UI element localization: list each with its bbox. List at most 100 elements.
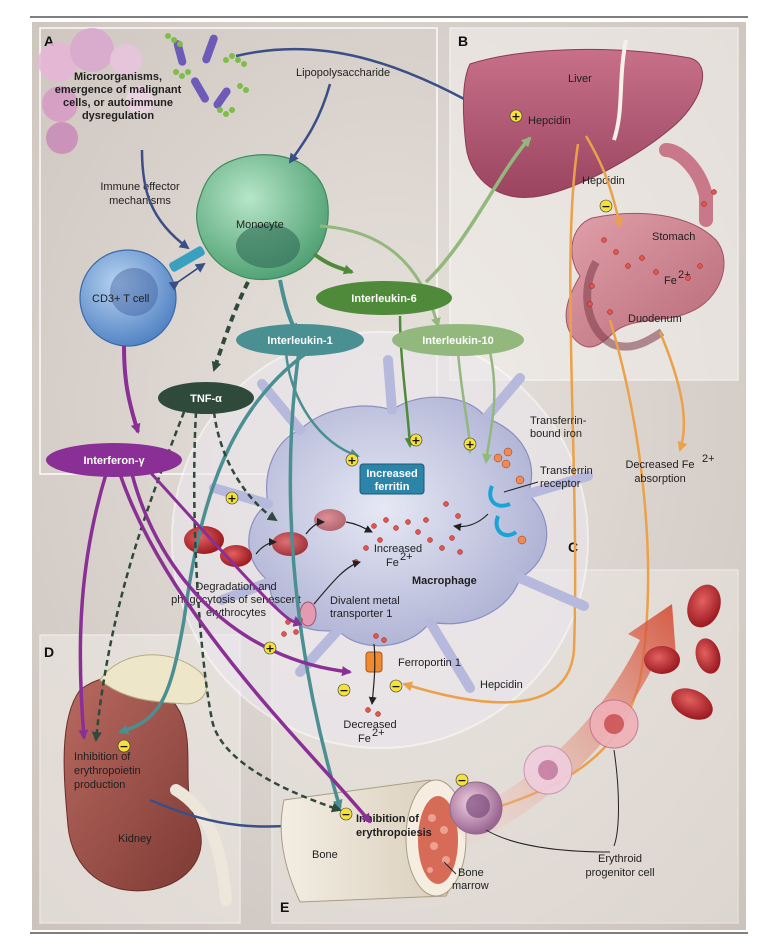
monocyte-nucleus <box>236 224 300 268</box>
arrow-hepcidin-to-duodenum <box>584 135 624 228</box>
marrow-pointer <box>443 861 457 875</box>
plus-sign-2: + <box>411 434 420 447</box>
transferrin-receptor-label-1: Transferrin <box>540 465 593 477</box>
increased-fe-label-1: Increased <box>374 543 422 555</box>
il6-pill <box>316 281 452 315</box>
arrow-dmt1-in <box>313 560 361 605</box>
plus-sign-1: + <box>347 454 356 467</box>
arrow-ifn-to-dmt1 <box>148 470 303 627</box>
minus-sign-1: − <box>339 684 348 697</box>
duodenum-tube <box>583 260 665 351</box>
arrow-il6-to-ferritin <box>398 315 415 448</box>
hepcidin-arrow-label: Hepcidin <box>582 175 625 187</box>
panel-letter-d: D <box>44 644 54 660</box>
progenitor-pointer-2 <box>613 749 619 847</box>
epo-label-2: erythropoietin <box>74 765 141 777</box>
transferrin-receptor-pointer <box>503 481 539 493</box>
arrow-monocyte-to-il6 <box>312 252 354 275</box>
marrow-label-2: marrow <box>452 880 489 892</box>
panel-letter-b: B <box>458 33 468 49</box>
senescent-erythrocytes <box>184 509 346 567</box>
macrophage-pseudopods <box>209 355 593 693</box>
panel-letter-c: C <box>568 539 578 555</box>
epo-label-1: Inhibition of <box>74 751 131 763</box>
t-cell-nucleus <box>110 268 158 316</box>
immune-effector-label-1: Immune effector <box>100 181 180 193</box>
inhibition-erythropoiesis-label-1: Inhibition of <box>356 813 419 825</box>
minus-markers <box>337 679 403 697</box>
arrow-tnf-to-kidney <box>91 411 186 742</box>
arrow-rbc-2 <box>305 518 325 535</box>
plus-liver <box>509 109 523 123</box>
plus-liver-sign: + <box>511 110 520 123</box>
dmt1-label-1: Divalent metal <box>330 595 400 607</box>
inhibition-erythropoiesis-label-2: erythropoiesis <box>356 827 432 839</box>
ureter <box>170 784 232 906</box>
il10-pill <box>392 324 524 356</box>
arrow-lps-to-monocyte <box>288 83 332 164</box>
increased-fe-label-2: Fe <box>386 557 399 569</box>
progenitor-label-1: Erythroid <box>598 853 642 865</box>
progenitor-cell-3-nucleus <box>604 714 624 734</box>
decreased-absorption-label-2: absorption <box>634 473 685 485</box>
macrophage-iron-dots <box>353 501 463 565</box>
transferrin-receptor-label-2: receptor <box>540 478 581 490</box>
immune-effector-label-2: mechanisms <box>109 195 171 207</box>
il1-pill <box>236 324 364 356</box>
tnf-pill <box>158 382 254 414</box>
ferritin-box <box>359 463 425 495</box>
degradation-label-2: phagocytosis of senescent <box>171 594 301 606</box>
decreased-absorption-label-1: Decreased Fe <box>625 459 694 471</box>
lps-label: Lipopolysaccharide <box>296 67 390 79</box>
arrow-ferroportin-out <box>368 643 377 705</box>
il1-label: Interleukin-1 <box>267 335 332 347</box>
minus-progenitor <box>455 773 469 787</box>
decreased-fe-label-1: Decreased <box>343 719 396 731</box>
plus-sign-3: + <box>465 438 474 451</box>
duodenum-label: Duodenum <box>628 313 682 325</box>
stomach-label: Stomach <box>652 231 695 243</box>
minus-bone <box>339 807 353 821</box>
plus-sign-4: + <box>227 492 236 505</box>
kidney-label: Kidney <box>118 833 152 845</box>
gallbladder-duct <box>612 39 628 141</box>
arrow-trigger-to-monocyte <box>140 149 190 250</box>
pathogen-cells <box>38 28 154 154</box>
arrow-hepcidin-to-ferroportin <box>402 143 580 704</box>
minus-progenitor-sign: − <box>457 774 466 787</box>
trigger-label-1: Microorganisms, <box>74 71 162 83</box>
progenitor-cell-1-nucleus <box>466 794 490 818</box>
increased-ferritin-label-2: ferritin <box>375 481 410 493</box>
t-cell-label: CD3+ T cell <box>92 293 149 305</box>
t-cell <box>79 249 177 347</box>
minus-stomach-sign: − <box>601 200 610 213</box>
degradation-label-1: Degradation and <box>195 581 276 593</box>
arrow-ifn-to-kidney <box>78 473 108 740</box>
minus-stomach <box>599 199 613 213</box>
arrow-il10-to-receptor <box>482 351 496 464</box>
hepcidin-macrophage-label: Hepcidin <box>480 679 523 691</box>
stomach-iron-dots <box>587 189 717 315</box>
transferrin-bound-label-1: Transferrin- <box>530 415 587 427</box>
panel-letter-a: A <box>44 33 54 49</box>
macrophage-label: Macrophage <box>412 575 477 587</box>
decreased-fe-charge: 2+ <box>372 727 385 739</box>
progenitor-label-2: progenitor cell <box>585 867 654 879</box>
minus-kidney <box>117 739 131 753</box>
arrow-ifn-to-bone <box>118 473 372 824</box>
dmt1-transporter <box>299 601 317 627</box>
arrow-rbc-3 <box>345 521 373 533</box>
minus-sign-2: − <box>391 680 400 693</box>
panel-letter-e: E <box>280 899 289 915</box>
ifn-pill <box>46 443 182 477</box>
coupling-arrow <box>168 262 206 291</box>
arrow-lps-to-liver <box>235 47 500 120</box>
stomach-organ <box>565 212 725 348</box>
trigger-label-2: emergence of malignant <box>55 84 182 96</box>
ferroportin-iron-dots <box>365 633 387 717</box>
arrow-tcell-to-ifn <box>122 345 141 434</box>
il6-label: Interleukin-6 <box>351 293 416 305</box>
liver-label: Liver <box>568 73 592 85</box>
